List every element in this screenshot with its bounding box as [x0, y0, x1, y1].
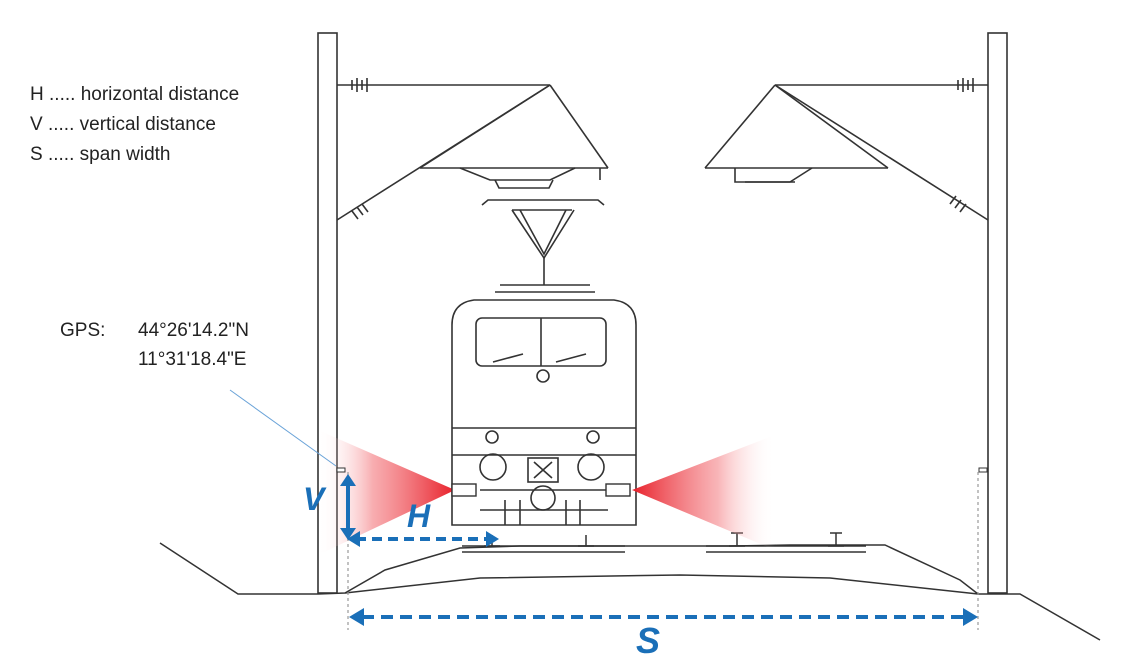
dimension-arrows	[340, 474, 978, 626]
gps-leader-line	[229, 389, 337, 467]
legend: H ..... horizontal distance V ..... vert…	[30, 80, 239, 170]
locomotive	[451, 299, 637, 526]
gps-coordinates: GPS: 44°26'14.2"N 11°31'18.4"E	[60, 316, 249, 374]
right-camera-sensor-icon	[605, 483, 631, 497]
legend-dots: .....	[47, 114, 75, 135]
gps-label: GPS:	[60, 320, 106, 341]
legend-item-s: S ..... span width	[30, 140, 239, 170]
right-sensor-beam	[632, 435, 775, 550]
legend-item-v: V ..... vertical distance	[30, 110, 239, 140]
gps-longitude: 11°31'18.4"E	[138, 349, 247, 370]
right-mast	[704, 32, 1008, 594]
left-camera-sensor-icon	[451, 483, 477, 497]
pantograph	[481, 199, 605, 293]
left-mast	[317, 32, 609, 594]
legend-text: vertical distance	[79, 114, 216, 135]
left-sensor-beam	[318, 430, 455, 555]
ground-profile	[159, 542, 1101, 641]
legend-symbol: S	[30, 144, 43, 165]
track-right	[706, 532, 866, 553]
legend-item-h: H ..... horizontal distance	[30, 80, 239, 110]
legend-text: horizontal distance	[80, 84, 240, 105]
span-width-label: S	[636, 620, 661, 661]
legend-symbol: V	[30, 114, 43, 135]
legend-text: span width	[79, 144, 171, 165]
vertical-distance-label: V	[303, 481, 325, 517]
legend-dots: .....	[47, 144, 75, 165]
right-mast-marker	[978, 467, 988, 473]
left-mast-marker	[336, 467, 346, 473]
legend-dots: .....	[49, 84, 76, 105]
horizontal-distance-label: H	[407, 498, 431, 534]
legend-symbol: H	[30, 84, 44, 105]
gps-latitude: 44°26'14.2"N	[138, 320, 249, 341]
